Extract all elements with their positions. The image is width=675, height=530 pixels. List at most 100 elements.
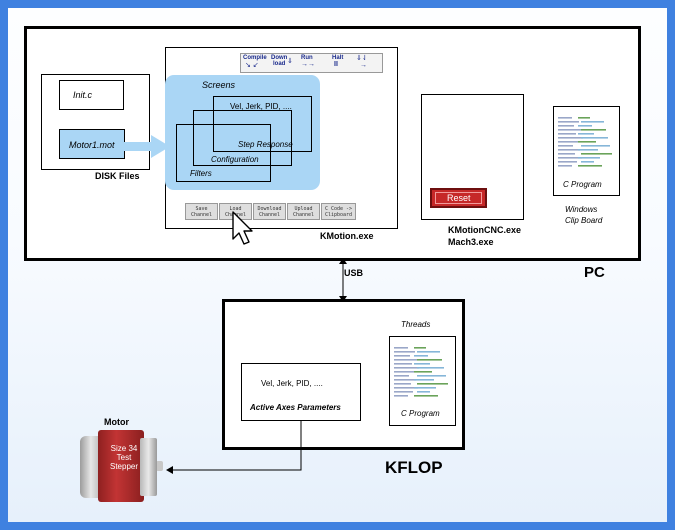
code-line-comment (581, 137, 608, 139)
screens-highlight (165, 75, 320, 190)
code-line-comment (417, 351, 440, 353)
run-icon[interactable]: →→ (301, 61, 315, 68)
axes-values-label: Vel, Jerk, PID, .... (261, 379, 323, 388)
step-arrow-icon[interactable]: → (360, 62, 367, 69)
kmotioncnc-caption: KMotionCNC.exe (448, 225, 522, 235)
code-line-comment (581, 121, 604, 123)
code-line-comment (414, 387, 436, 389)
code-line (394, 387, 418, 389)
code-line-comment (581, 145, 610, 147)
screens-title: Screens (202, 80, 236, 90)
code-line (558, 141, 578, 143)
code-line (558, 157, 582, 159)
mouse-pointer-icon (232, 211, 253, 245)
code-lines (558, 117, 612, 167)
step-response-label: Step Response (238, 140, 293, 149)
code-line (394, 383, 411, 385)
reset-button-inner (435, 192, 482, 204)
code-line (558, 153, 575, 155)
compile-label[interactable]: Compile (243, 55, 267, 61)
motor-caption: Motor (104, 417, 129, 427)
code-line (394, 367, 419, 369)
code-line (394, 395, 408, 397)
motor1-mot-label: Motor1.mot (69, 140, 115, 150)
code-line-comment (414, 379, 434, 381)
code-line (558, 145, 573, 147)
thread-code-lines (394, 347, 448, 397)
download-arrow-icon[interactable]: ⇓ (287, 58, 293, 65)
disk-files-caption: DISK Files (95, 171, 140, 181)
halt-label[interactable]: Halt (332, 55, 344, 61)
motor-shaft (156, 461, 163, 471)
compile-icon[interactable]: ↘ ↙ (245, 62, 259, 69)
code-line (558, 165, 572, 167)
download-label[interactable]: Down load (271, 55, 288, 67)
code-line-comment (417, 383, 448, 385)
motor-body (98, 430, 144, 502)
code-line-comment (578, 141, 596, 143)
code-line-comment (578, 149, 598, 151)
configuration-label: Configuration (211, 155, 259, 164)
motor-flange (140, 438, 157, 496)
run-label[interactable]: Run (301, 55, 313, 61)
mach3-caption: Mach3.exe (448, 237, 494, 247)
motor1-mot-file: Motor1.mot (59, 129, 125, 159)
step-icon[interactable]: ⇓⇃ (356, 55, 368, 62)
filters-screen[interactable] (176, 124, 271, 182)
reset-button[interactable]: Reset (430, 188, 487, 208)
usb-label: USB (344, 268, 364, 278)
code-line-comment (581, 129, 606, 131)
code-line (394, 379, 416, 381)
stepper-motor-image: Size 34 Test Stepper (80, 428, 163, 503)
step-response-screen[interactable] (213, 96, 312, 152)
kflop-label: KFLOP (385, 458, 443, 477)
code-line-comment (417, 375, 446, 377)
upload-channel-button[interactable]: Upload Channel (287, 203, 320, 220)
init-c-file: Init.c (59, 80, 124, 110)
threads-c-program-label: C Program (401, 409, 440, 418)
code-line (394, 359, 417, 361)
save-channel-button[interactable]: Save Channel (185, 203, 218, 220)
code-line (558, 121, 579, 123)
code-line-comment (414, 363, 430, 365)
clipboard-caption-line1: Windows (565, 205, 598, 214)
code-line (558, 125, 574, 127)
code-line-comment (578, 125, 592, 127)
configuration-screen[interactable] (193, 110, 292, 166)
axes-title-label: Active Axes Parameters (250, 403, 341, 412)
vel-jerk-pid-label: Vel, Jerk, PID, .... (230, 102, 292, 111)
code-line (558, 161, 577, 163)
code-line (394, 363, 412, 365)
code-line (558, 117, 572, 119)
motor-sticker: Size 34 Test Stepper (109, 444, 139, 471)
code-line (558, 133, 576, 135)
code-line-comment (414, 355, 428, 357)
init-c-label: Init.c (73, 90, 93, 100)
code-line (394, 351, 415, 353)
code-line-comment (414, 395, 438, 397)
code-line (394, 371, 414, 373)
kmotion-caption: KMotion.exe (320, 231, 374, 241)
threads-document: C Program (389, 336, 456, 426)
code-line (558, 129, 581, 131)
code-line-comment (414, 371, 432, 373)
c-code-clipboard-button[interactable]: C Code -> Clipboard (321, 203, 356, 220)
pc-label: PC (584, 264, 605, 281)
code-line (558, 137, 583, 139)
code-line (394, 391, 413, 393)
code-line-comment (578, 157, 600, 159)
usb-connector-arrow (339, 258, 347, 302)
code-line-comment (417, 391, 430, 393)
code-line-comment (578, 117, 590, 119)
filters-label: Filters (190, 169, 212, 178)
threads-title: Threads (401, 320, 431, 329)
halt-icon[interactable]: II (334, 61, 338, 68)
code-line-comment (581, 161, 594, 163)
kmotion-toolbar (240, 53, 383, 73)
code-line (558, 149, 580, 151)
download-channel-button[interactable]: Download Channel (253, 203, 286, 220)
axes-to-motor-arrow (166, 421, 302, 474)
code-line (394, 375, 409, 377)
code-line-comment (417, 359, 442, 361)
code-line-comment (578, 165, 602, 167)
